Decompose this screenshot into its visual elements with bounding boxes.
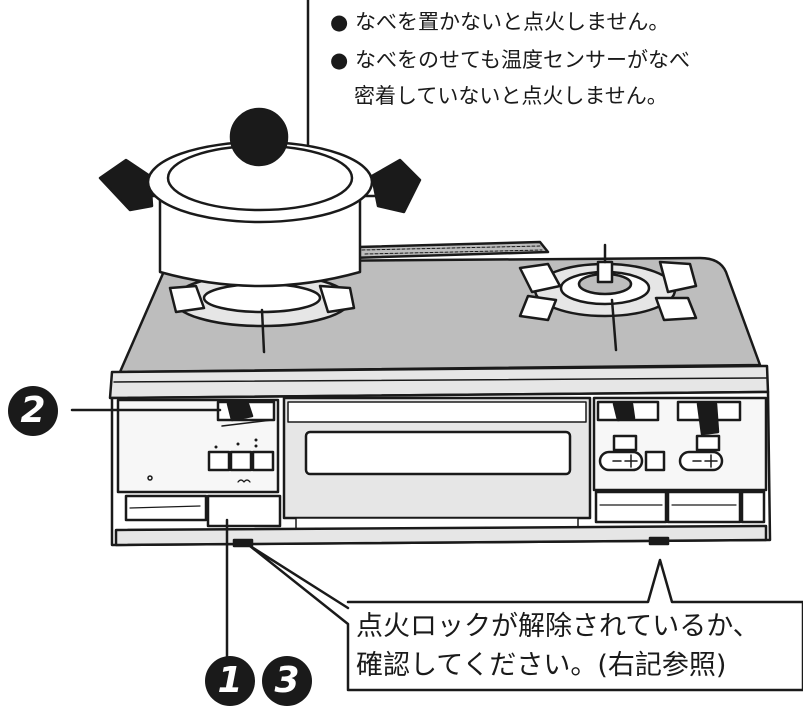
- bullet: ●: [330, 10, 349, 34]
- callout-line2: 確認してください。(右記参照): [356, 650, 727, 681]
- lid-knob: [229, 107, 289, 167]
- left-mode-button-1[interactable]: [207, 450, 231, 472]
- callout-line1: 点火ロックが解除されているか、: [356, 611, 760, 642]
- right-burner: [518, 243, 698, 352]
- edge-line: [113, 377, 767, 383]
- step-2-badge: 2: [8, 386, 58, 436]
- right-ignition-button[interactable]: [666, 490, 742, 524]
- note-bullet-1: ● なべを置かないと点火しません。: [330, 12, 669, 33]
- note-no-pot: なべを置かないと点火しません。: [355, 10, 670, 34]
- left-mode-button-3[interactable]: [251, 450, 275, 472]
- left-lever-handle[interactable]: [226, 402, 254, 422]
- left-mode-button-2[interactable]: [229, 450, 253, 472]
- step-1-badge: 1: [205, 656, 255, 706]
- right-mode-button[interactable]: [644, 450, 666, 472]
- lock-switch-right[interactable]: [648, 536, 670, 546]
- callout-box: [248, 544, 803, 692]
- left-burner: [168, 272, 356, 354]
- step-3-badge: 3: [262, 656, 312, 706]
- center-ignition-button[interactable]: [594, 490, 668, 524]
- pot: [98, 107, 422, 288]
- grill-window: [304, 430, 572, 476]
- lock-switch-left[interactable]: [232, 538, 254, 548]
- note-bullet-2: ● なべをのせても温度センサーがなべ: [330, 50, 690, 71]
- note-sensor-line2: 密着していないと点火しません。: [354, 84, 668, 108]
- pot-handle-right: [370, 158, 422, 214]
- rear-vent-grid: [361, 245, 543, 255]
- pot-handle-left: [98, 158, 154, 212]
- left-ignition-button[interactable]: [206, 494, 282, 528]
- bullet: ●: [330, 48, 349, 72]
- note-sensor-line1: なべをのせても温度センサーがなべ: [355, 48, 690, 72]
